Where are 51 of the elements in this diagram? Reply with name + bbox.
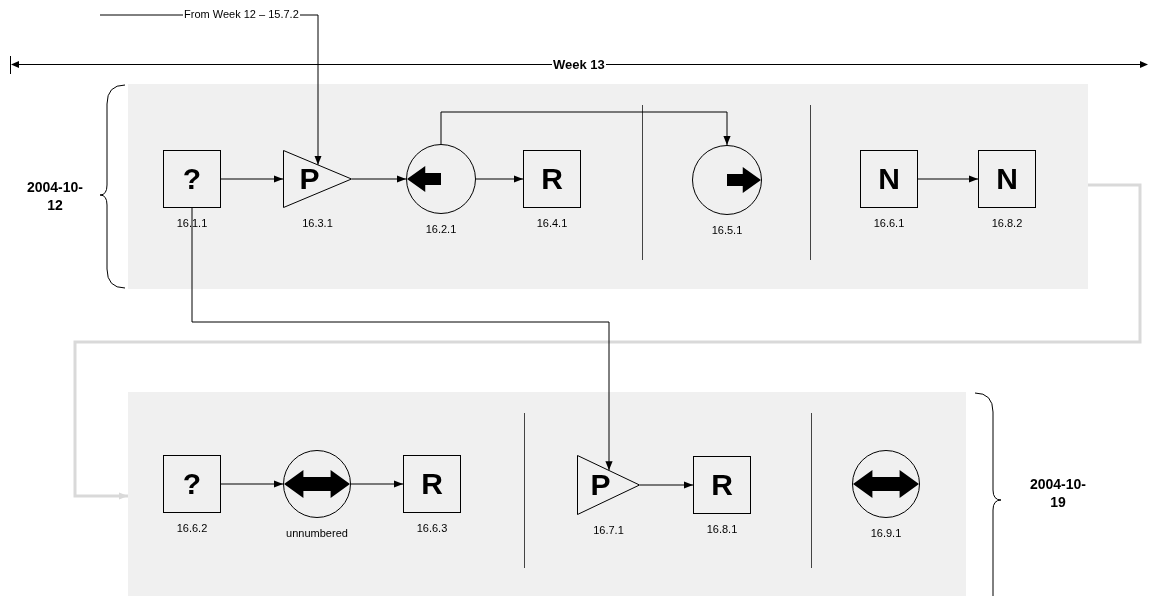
connector-arrow (191, 207, 613, 471)
square-node (978, 150, 1036, 208)
square-node (163, 150, 221, 208)
date-label: 2004-10- 12 (25, 178, 84, 214)
date-label: 2004-10- 19 (1028, 475, 1087, 511)
connector-arrow (917, 175, 979, 183)
node-number: 16.2.1 (425, 223, 457, 235)
node-letter: P (590, 470, 611, 500)
connector-arrow (220, 175, 284, 183)
node-number: 16.9.1 (870, 527, 902, 539)
triangle-node (577, 455, 640, 515)
connector-arrow (639, 481, 694, 489)
node-number: 16.4.1 (536, 217, 568, 229)
week-label: Week 13 (552, 57, 606, 72)
edge-label: From Week 12 – 15.7.2 (183, 8, 300, 21)
node-letter: P (299, 164, 320, 194)
square-node (860, 150, 918, 208)
connector-arrow (351, 175, 407, 183)
node-number: 16.8.1 (706, 523, 738, 535)
square-node (523, 150, 581, 208)
node-number: unnumbered (286, 527, 348, 539)
node-number: 16.8.2 (991, 217, 1023, 229)
connector-arrow (220, 480, 284, 488)
node-letter: R (541, 164, 563, 194)
connector-arrow (440, 111, 731, 146)
square-node (163, 455, 221, 513)
node-letter: N (996, 164, 1018, 194)
square-node (693, 456, 751, 514)
connector-arrow (475, 175, 524, 183)
node-letter: R (711, 470, 733, 500)
arrow-circle-symbol (692, 145, 762, 215)
node-number: 16.5.1 (711, 224, 743, 236)
node-number: 16.6.1 (873, 217, 905, 229)
node-number: 16.7.1 (593, 524, 624, 536)
phase-panel (128, 392, 966, 596)
square-node (403, 455, 461, 513)
connector-arrow (73, 183, 1142, 500)
node-letter: ? (182, 164, 202, 194)
triangle-node (283, 150, 352, 208)
connector-arrow (350, 480, 404, 488)
node-number: 16.6.3 (416, 522, 448, 534)
arrow-circle-symbol (406, 144, 476, 214)
arrow-circle-symbol (852, 450, 920, 518)
node-number: 16.6.2 (176, 522, 208, 534)
phase-panel (128, 84, 1088, 289)
node-letter: R (421, 469, 443, 499)
arrow-circle-symbol (283, 450, 351, 518)
node-number: 16.1.1 (176, 217, 208, 229)
node-number: 16.3.1 (302, 217, 333, 229)
node-letter: ? (182, 469, 202, 499)
node-letter: N (878, 164, 900, 194)
